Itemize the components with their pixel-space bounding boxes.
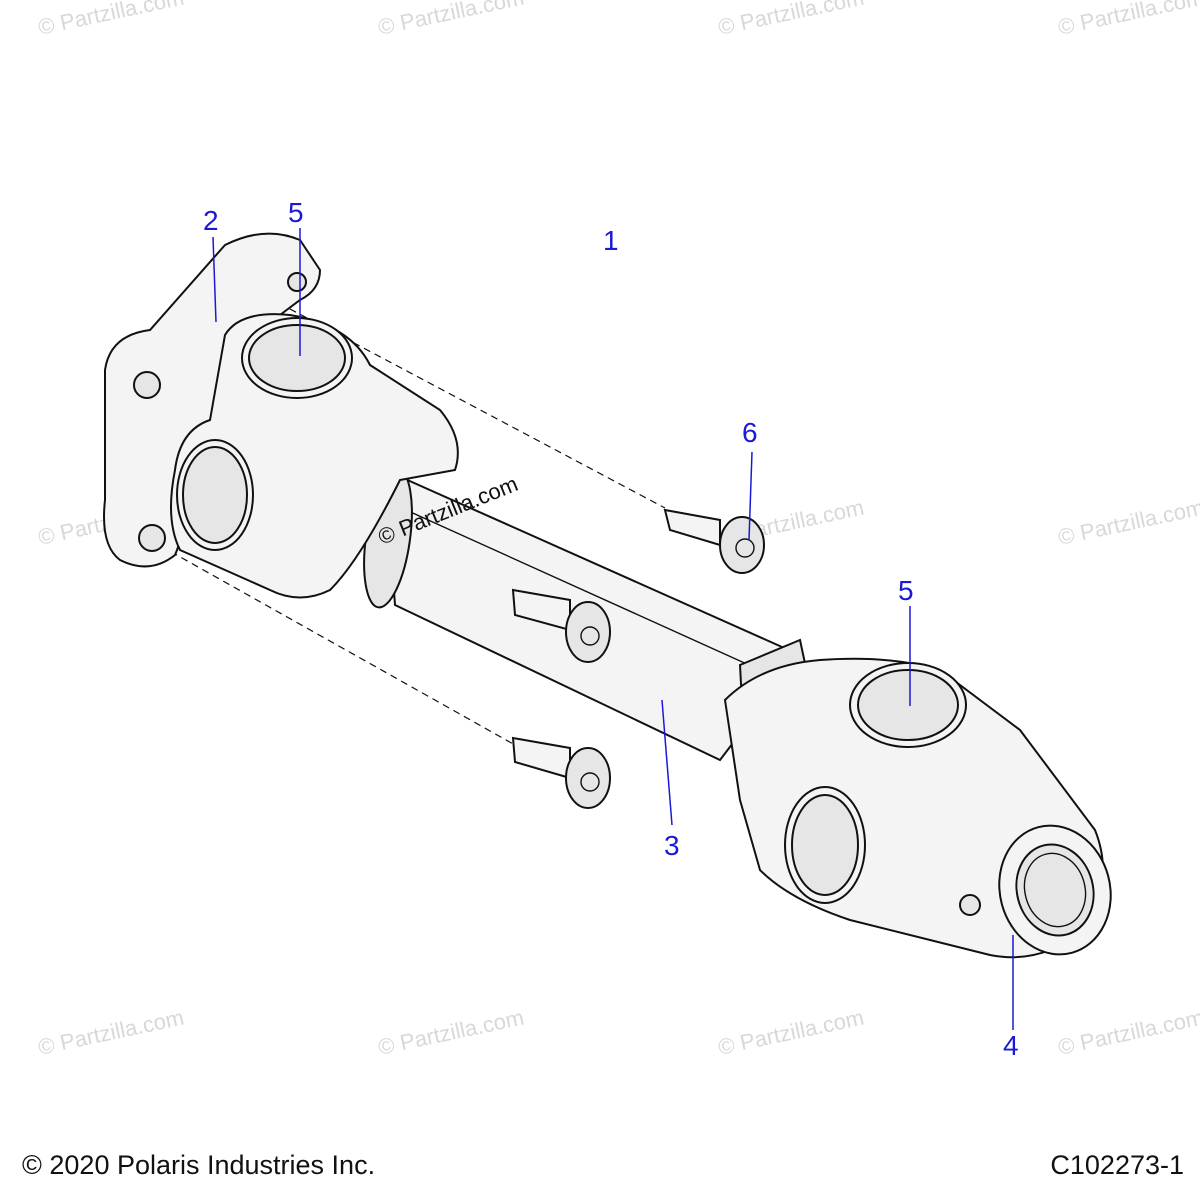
spline-end-inner [1015, 843, 1095, 937]
watermark: © Partzilla.com [36, 0, 186, 40]
diagram-code: C102273-1 [1050, 1150, 1184, 1180]
bolt [511, 588, 611, 663]
front-bearing-cap-top [248, 324, 346, 392]
callout-5: 5 [898, 575, 914, 606]
watermark: © Partzilla.com [376, 0, 526, 40]
watermark: © Partzilla.com [716, 0, 866, 40]
callout-2: 2 [203, 205, 219, 236]
watermark: © Partzilla.com [1056, 495, 1200, 550]
yoke-hole [959, 894, 981, 916]
bolt-head [565, 601, 611, 663]
flange-hole [138, 524, 166, 552]
leader-lines [212, 228, 1014, 1030]
hex-socket-icon [580, 626, 600, 646]
callout-5: 5 [288, 197, 304, 228]
watermark: © Partzilla.com [36, 1005, 186, 1060]
callout-4: 4 [1003, 1030, 1019, 1061]
front-u-joint [170, 313, 459, 599]
watermark: © Partzilla.com [376, 1005, 526, 1060]
watermark: © Partzilla.com [1056, 0, 1200, 40]
spline-teeth [1023, 852, 1087, 928]
bolt-alignment-line [149, 539, 516, 746]
hex-socket-icon [735, 538, 755, 558]
bolt-shank [663, 508, 721, 547]
bolt-shank [511, 736, 571, 780]
watermark: © Partzilla.com [1056, 1005, 1200, 1060]
leader-line-6 [748, 451, 753, 541]
callout-6: 6 [742, 417, 758, 448]
callout-3: 3 [664, 830, 680, 861]
flange-hole [287, 272, 307, 292]
leader-line-2 [212, 236, 217, 323]
rear-bearing-cap-top [857, 669, 959, 741]
hex-socket-icon [580, 772, 600, 792]
bolt [663, 508, 765, 574]
rear-bearing-cap-side [791, 794, 859, 896]
bolt [511, 736, 611, 809]
callout-1: 1 [603, 225, 619, 256]
bolt-head [719, 516, 765, 574]
flange-hole [133, 371, 161, 399]
front-bearing-cap-side [182, 446, 248, 544]
copyright-notice: © 2020 Polaris Industries Inc. [22, 1150, 376, 1180]
rear-u-joint [723, 657, 1112, 959]
watermark: © Partzilla.com [716, 1005, 866, 1060]
bolt-head [565, 747, 611, 809]
shaft-tube-highlight [394, 504, 761, 671]
leader-line-3 [661, 699, 673, 826]
callouts: 1 2 3 4 5 5 6 [203, 197, 1019, 1061]
